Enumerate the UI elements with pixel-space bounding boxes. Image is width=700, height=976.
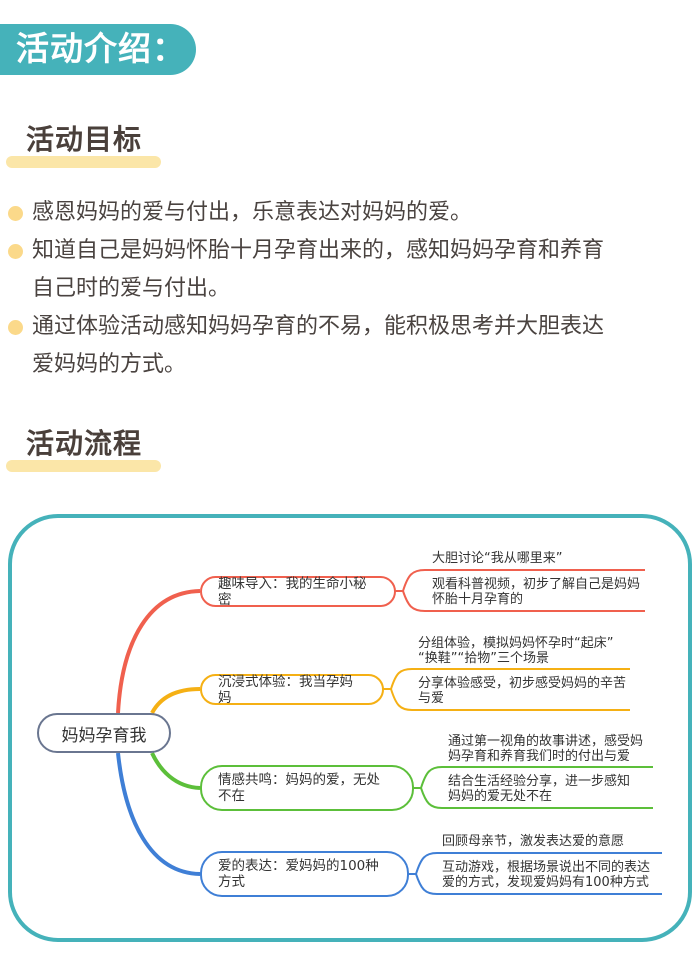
- goal-text: 通过体验活动感知妈妈孕育的不易，能积极思考并大胆表达: [32, 314, 605, 339]
- bullet-dot-icon: [8, 244, 23, 259]
- process-heading: 活动流程: [6, 426, 161, 472]
- goal-item: 知道自己是妈妈怀胎十月孕育出来的，感知妈妈孕育和养育 自己时的爱与付出。: [8, 232, 698, 308]
- goal-text: 知道自己是妈妈怀胎十月孕育出来的，感知妈妈孕育和养育: [32, 238, 605, 263]
- connector-branch-4: [116, 752, 201, 876]
- bullet-dot-icon: [8, 206, 23, 221]
- leaf-1-1: 大胆讨论“我从哪里来”: [432, 551, 563, 566]
- goals-heading-text: 活动目标: [26, 123, 143, 156]
- process-heading-text: 活动流程: [26, 427, 143, 460]
- branch-label: 沉浸式体验：我当孕妈妈: [218, 673, 353, 706]
- section-banner: 活动介绍：: [0, 24, 196, 75]
- bullet-dot-icon: [8, 320, 23, 335]
- leaf-2-1: 分组体验，模拟妈妈怀孕时“起床” “换鞋”“拾物”三个场景: [418, 636, 614, 666]
- branch-node-2: 沉浸式体验：我当孕妈妈: [200, 673, 384, 706]
- branch-node-4: 爱的表达：爱妈妈的100种 方式: [200, 851, 409, 897]
- goal-text-cont: 自己时的爱与付出。: [32, 276, 231, 301]
- connector-branch-2: [150, 687, 201, 715]
- heading-highlight: [6, 460, 161, 472]
- branch-label: 情感共鸣：妈妈的爱，无处: [218, 772, 380, 788]
- connector-branch-1: [116, 589, 201, 714]
- branch-label-cont: 不在: [218, 788, 245, 804]
- branch-label: 爱的表达：爱妈妈的100种: [218, 858, 379, 874]
- goal-text: 感恩妈妈的爱与付出，乐意表达对妈妈的爱。: [32, 200, 473, 225]
- mindmap-root-node: 妈妈孕育我: [37, 713, 171, 753]
- leaf-2-2: 分享体验感受，初步感受妈妈的辛苦 与爱: [418, 676, 627, 706]
- branch-node-3: 情感共鸣：妈妈的爱，无处 不在: [200, 765, 414, 811]
- branch-label-cont: 方式: [218, 874, 245, 890]
- branch-node-1: 趣味导入：我的生命小秘密: [200, 575, 396, 608]
- goals-heading: 活动目标: [6, 122, 161, 168]
- goal-item: 感恩妈妈的爱与付出，乐意表达对妈妈的爱。: [8, 194, 698, 232]
- heading-highlight: [6, 156, 161, 168]
- root-label: 妈妈孕育我: [61, 725, 147, 746]
- leaf-3-2: 结合生活经验分享，进一步感知 妈妈的爱无处不在: [448, 774, 631, 804]
- goal-item: 通过体验活动感知妈妈孕育的不易，能积极思考并大胆表达 爱妈妈的方式。: [8, 308, 698, 384]
- branch-label: 趣味导入：我的生命小秘密: [218, 575, 367, 608]
- banner-title: 活动介绍：: [16, 29, 186, 68]
- mindmap-frame: [8, 514, 692, 942]
- goals-list: 感恩妈妈的爱与付出，乐意表达对妈妈的爱。 知道自己是妈妈怀胎十月孕育出来的，感知…: [8, 194, 698, 384]
- goal-text-cont: 爱妈妈的方式。: [32, 352, 187, 377]
- leaf-4-1: 回顾母亲节，激发表达爱的意愿: [442, 834, 625, 849]
- connector-branch-3: [150, 752, 201, 790]
- leaf-1-2: 观看科普视频，初步了解自己是妈妈 怀胎十月孕育的: [432, 577, 641, 607]
- leaf-4-2: 互动游戏，根据场景说出不同的表达 爱的方式，发现爱妈妈有100种方式: [442, 860, 651, 890]
- leaf-3-1: 通过第一视角的故事讲述，感受妈 妈孕育和养育我们时的付出与爱: [448, 734, 644, 764]
